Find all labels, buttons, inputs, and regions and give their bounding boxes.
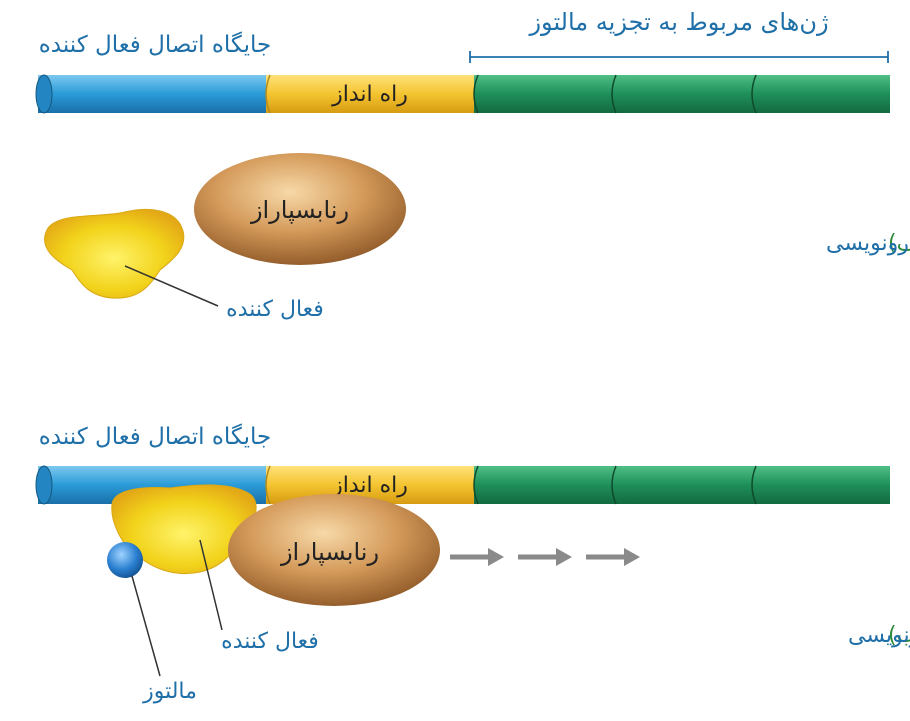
genes-segment: [474, 466, 890, 504]
activator-leader-line: [124, 265, 219, 307]
binding-site-segment: [38, 75, 270, 113]
activator-label: فعال کننده: [221, 629, 319, 654]
genes-segment: [474, 75, 890, 113]
promoter-label: راه انداز: [331, 82, 408, 107]
caption-text: عدم رونویسی: [826, 231, 910, 256]
rna-polymerase: [194, 153, 406, 265]
genes-bracket: [469, 51, 889, 63]
polymerase-label: رنابسپاراز: [280, 538, 379, 566]
bottom-panel: جایگاه اتصال فعال کننده راه انداز رنابسپ…: [35, 423, 910, 704]
promoter-segment: [266, 75, 474, 113]
caption-letter: ب): [888, 623, 910, 648]
activator-leader-line: [199, 539, 223, 631]
arrow-icon: [518, 548, 572, 566]
activator-label: فعال کننده: [226, 297, 324, 322]
maltose-label: مالتوز: [142, 679, 197, 704]
maltose-molecule: [107, 542, 143, 578]
dna-left-end: [35, 74, 53, 114]
dna-left-end: [35, 465, 53, 505]
rna-polymerase: [228, 494, 440, 606]
binding-site-label: جایگاه اتصال فعال کننده: [39, 31, 272, 58]
activator-protein: [44, 208, 185, 299]
genes-label: ژن‌های مربوط به تجزیه مالتوز: [528, 8, 828, 36]
top-panel: ژن‌های مربوط به تجزیه مالتوز جایگاه اتصا…: [35, 8, 910, 322]
maltose-leader-line: [131, 575, 161, 677]
polymerase-label: رنابسپاراز: [250, 196, 349, 224]
arrow-icon: [450, 548, 504, 566]
dna-strand: [35, 74, 890, 114]
arrow-icon: [586, 548, 640, 566]
dna-strand: [35, 465, 890, 505]
promoter-label: راه انداز: [331, 473, 408, 498]
transcription-arrows: [450, 548, 640, 566]
binding-site-label: جایگاه اتصال فعال کننده: [39, 423, 272, 450]
caption-text: انجام رونویسی: [848, 623, 910, 648]
caption-letter: الف): [888, 231, 910, 256]
